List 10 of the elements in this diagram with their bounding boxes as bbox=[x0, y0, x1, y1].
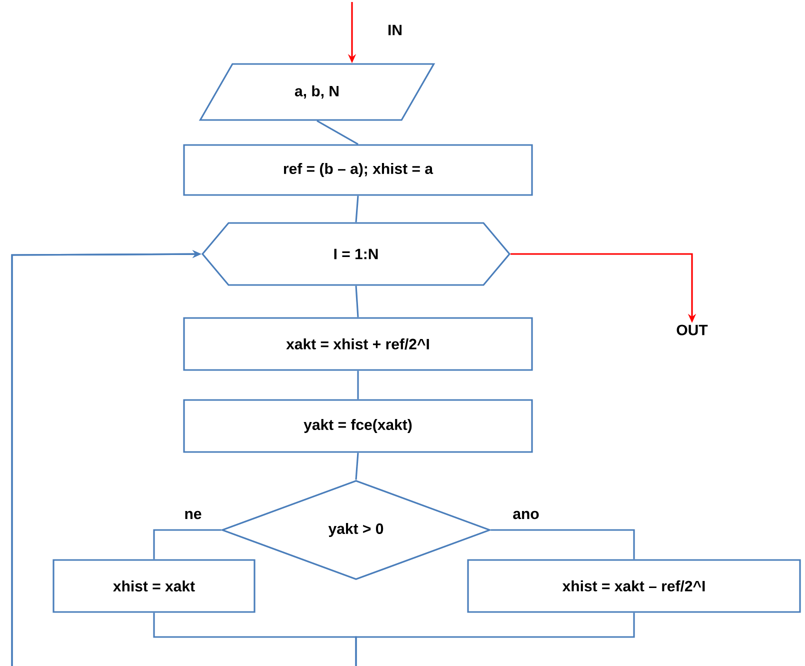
process-box: xhist = xakt bbox=[52, 559, 256, 613]
edge-label: ne bbox=[183, 510, 203, 520]
edge-label: ano bbox=[512, 510, 540, 520]
output-text: OUT bbox=[676, 324, 708, 336]
loop-hexagon: I = 1:N bbox=[201, 222, 511, 286]
input-label: IN bbox=[388, 24, 402, 36]
process-box: yakt = fce(xakt) bbox=[183, 399, 533, 453]
process-box: xakt = xhist + ref/2^I bbox=[183, 317, 533, 371]
process-box: ref = (b – a); xhist = a bbox=[183, 144, 533, 196]
process-box: xhist = xakt – ref/2^I bbox=[467, 559, 801, 613]
